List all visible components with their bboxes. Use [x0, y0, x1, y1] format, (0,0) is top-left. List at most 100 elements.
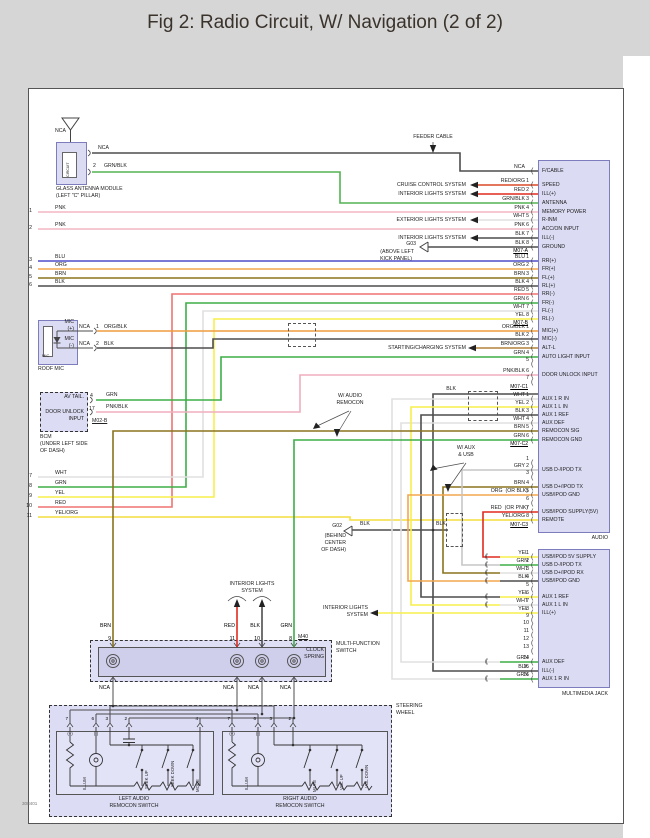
left-wire-row: 2 PNK	[0, 221, 650, 232]
interior-lights-mm-2: SYSTEM	[346, 612, 368, 618]
pin-number: 8	[526, 240, 529, 246]
wire-name: RED	[514, 287, 525, 293]
connector-row: (( WHT 3 USB D+/IPOD RX	[0, 565, 650, 576]
pin-number: 4	[526, 279, 529, 285]
pin-number: 9	[526, 613, 529, 619]
pin-function-label: MIC(+)	[542, 328, 558, 334]
pin-function-label: GROUND	[542, 244, 566, 250]
wire-name: YEL	[55, 489, 65, 496]
wire-name: GRN	[516, 672, 528, 678]
wire-name: BRN	[514, 271, 525, 277]
pin-function-label: USB/IPOD 5V SUPPLY	[542, 554, 597, 560]
flow-arrow-icon	[470, 190, 478, 198]
connector-row: (( WHT 7 AUX 1 L IN	[0, 597, 650, 608]
pin-number: 13	[523, 644, 529, 650]
right-switch-caption-1: RIGHT AUDIO	[283, 796, 317, 802]
wire-brn	[442, 486, 538, 574]
wire-color-label	[396, 375, 528, 381]
wire-blk	[432, 393, 538, 530]
wire-color-label: BLK	[396, 408, 528, 414]
wire-name: PNK/BLK	[503, 368, 525, 374]
bcm-pin-17: 17	[89, 406, 95, 412]
pin-function-label: MIC(-)	[542, 336, 557, 342]
pin-function-label: ILL(-)	[542, 235, 555, 241]
wire-name: ORG	[490, 488, 503, 494]
pin-number: 3	[526, 196, 529, 202]
antenna-icon	[61, 117, 80, 142]
wire-name: BRN	[55, 270, 66, 277]
wire-name: PNK	[514, 222, 525, 228]
junction-dot	[335, 768, 339, 772]
mic1-wire: ORG/BLK	[104, 324, 128, 330]
connector-row: BRN 5 REMOCON SIG	[0, 423, 650, 434]
wire-name: WHT	[516, 566, 528, 572]
feeder-cable-label: FEEDER CABLE	[413, 134, 453, 140]
wire-color-label: BLK	[396, 664, 528, 670]
left-wire-row: 10 RED	[0, 499, 650, 510]
connector-row: INTERIOR LIGHTS SYSTEM RED 2 ILL(+)	[0, 186, 650, 197]
ground-g03-id: G03	[406, 241, 416, 247]
right-margin	[623, 56, 650, 838]
flow-arrow-icon	[444, 484, 452, 492]
pin-number: 1	[526, 324, 529, 330]
pin-number: 3	[526, 408, 529, 414]
junction-dot	[127, 743, 131, 747]
module-pin2-number: 2	[93, 163, 96, 169]
system-ref-label: STARTING/CHARGING SYSTEM	[388, 344, 466, 351]
pin-function-label: REMOCON SIG	[542, 428, 580, 434]
wire-color-label: WHT	[396, 304, 528, 310]
wire-name: PNK	[514, 205, 525, 211]
bcm-caption-2: (UNDER LEFT SIDE	[40, 441, 88, 447]
wire-name: BLK	[515, 231, 525, 237]
wire-color-label: GRN	[396, 655, 528, 661]
pin-number: 2	[526, 400, 529, 406]
wire-blk	[432, 530, 538, 672]
flow-arrow-icon	[233, 599, 241, 607]
wire-name: RED/ORG	[500, 178, 525, 184]
wire-color-label: PNK	[396, 205, 528, 211]
bcm-door-unlock: DOOR UNLOCK	[45, 409, 84, 415]
pin-function-label: F/CABLE	[542, 168, 564, 174]
pin-number: 1	[526, 178, 529, 184]
pin-function-label: ALT-L	[542, 345, 556, 351]
module-wire2-label: GRN/BLK	[104, 163, 127, 169]
connector-row: PNK/BLK 6 DOOR UNLOCK INPUT	[0, 367, 650, 378]
wire-red2	[482, 511, 538, 558]
bcm-connector-id: M02-B	[92, 418, 108, 424]
pin-function-label: AUX 1 L IN	[542, 602, 568, 608]
wire-name: YEL/ORG	[55, 509, 79, 516]
nca-label: NCA	[280, 685, 291, 691]
connector-boundary	[468, 391, 498, 421]
wire-color-label: BRN	[396, 271, 528, 277]
page-title: Fig 2: Radio Circuit, W/ Navigation (2 o…	[147, 12, 503, 33]
pin-function-label: USB/IPOD GND	[542, 492, 580, 498]
connector-row: YEL 2 AUX 1 L IN	[0, 399, 650, 410]
junction-dot	[166, 768, 170, 772]
left-wire-row: 11 YEL/ORG	[0, 509, 650, 520]
wire-color-label: WHT	[396, 213, 528, 219]
pin-number: 2	[526, 463, 529, 469]
junction-dot	[111, 704, 115, 708]
wire-name: GRN	[280, 623, 292, 629]
wire-color-label: BRN	[396, 424, 528, 430]
connector-id: M07-B	[513, 320, 528, 326]
vol-down-label: VOL DOWN	[364, 764, 369, 788]
wire-blk	[92, 152, 538, 172]
wire-color-label: BLK	[396, 332, 528, 338]
wire-wht	[391, 398, 538, 680]
junction-dot	[308, 768, 312, 772]
pin-number: 5	[526, 213, 529, 219]
connector-id-row: M07-B	[0, 319, 650, 326]
connector-row: GRN 6 REMOCON GND	[0, 432, 650, 443]
wire-color-label: BLU	[396, 254, 528, 260]
antenna-nca-label: NCA	[55, 128, 66, 134]
wire-name: YEL	[515, 400, 525, 406]
nca-label: NCA	[99, 685, 110, 691]
connector-row: 9	[0, 612, 650, 620]
wire-number: 3	[29, 257, 32, 263]
wire-name: YEL/ORG	[501, 513, 525, 519]
wire-yel-org	[38, 516, 538, 521]
ground-g02-icon	[343, 525, 353, 537]
pin-function-label: RL(+)	[542, 283, 556, 289]
pin-function-label: USB/IPOD GND	[542, 578, 580, 584]
